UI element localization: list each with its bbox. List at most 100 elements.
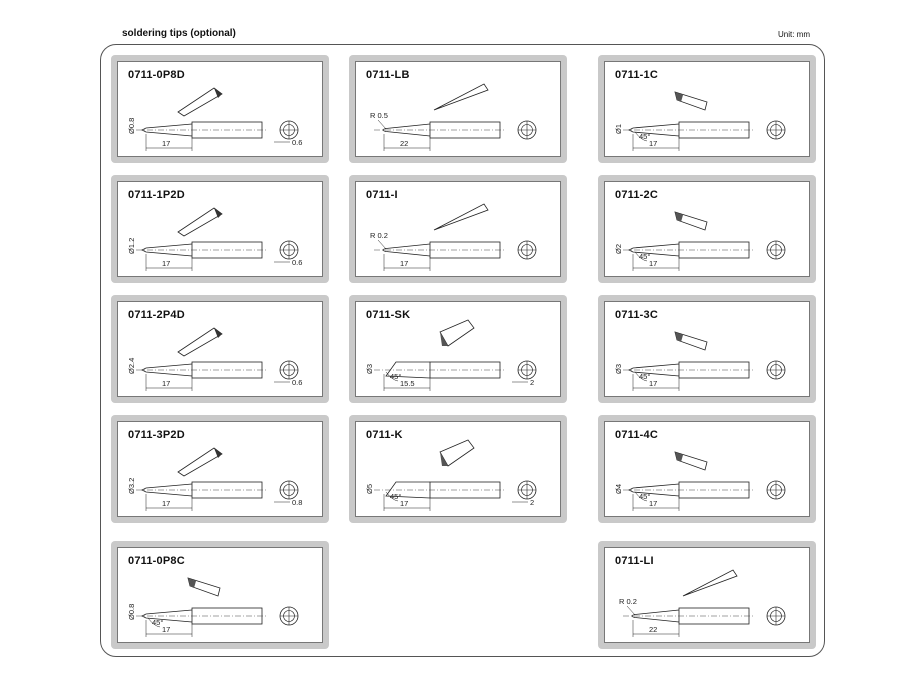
tip-model-label: 0711-SK [366,309,411,321]
tip-sketch [433,83,489,111]
radius-leader [377,119,387,130]
tip-model-label: 0711-3P2D [128,429,185,441]
tip-model-label: 0711-LI [615,555,654,567]
diameter-dimension: Ø1.2 [127,238,136,254]
tip-sketch-face [214,328,222,338]
width-dimension: 0.6 [292,258,302,267]
tip-model-label: 0711-K [366,429,403,441]
diameter-dimension: Ø2 [614,244,623,254]
tip-model-label: 0711-2P4D [128,309,185,321]
tip-sketch [177,447,223,477]
tip-sketch [674,91,708,111]
tip-card: 0711-LI 22 R 0.2 [598,541,816,649]
tip-model-label: 0711-0P8C [128,555,185,567]
tip-cone [631,609,680,623]
width-dimension: 2 [530,498,534,507]
tip-cone [628,483,680,497]
tip-sketch-face [440,452,448,466]
angle-dimension: 45° [639,132,650,141]
radius-leader [626,605,636,616]
tip-model-label: 0711-0P8D [128,69,185,81]
tip-blade [385,481,431,499]
length-dimension: 17 [162,625,170,634]
length-dimension: 15.5 [400,379,415,388]
unit-label: Unit: mm [778,30,810,39]
catalog-frame [100,44,825,657]
tip-model-label: 0711-3C [615,309,658,321]
tip-cone [141,243,193,257]
tip-sketch [674,331,708,351]
tip-sketch-face [214,88,222,98]
width-dimension: 2 [530,378,534,387]
length-dimension: 17 [162,499,170,508]
radius-dimension: R 0.2 [619,597,637,606]
tip-sketch [682,569,738,597]
tip-sketch-face [675,92,683,102]
angle-arc [634,251,648,262]
length-dimension: 17 [400,499,408,508]
tip-card: 0711-0P8D 17 Ø0.8 0.6 [111,55,329,163]
tip-sketch [177,87,223,117]
tip-cone [141,483,193,497]
tip-blade [385,361,431,379]
tip-cone [628,123,680,137]
tip-sketch [674,211,708,231]
tip-sketch [439,439,475,467]
diameter-dimension: Ø5 [365,484,374,494]
angle-dimension: 45° [639,492,650,501]
tip-sketch-face [675,452,683,462]
angle-arc [147,617,161,628]
diameter-dimension: Ø3.2 [127,478,136,494]
length-dimension: 17 [162,139,170,148]
tip-cone [628,243,680,257]
tip-sketch-face [675,212,683,222]
angle-arc [385,371,399,382]
angle-arc [385,491,399,502]
tip-model-label: 0711-4C [615,429,658,441]
diameter-dimension: Ø3 [614,364,623,374]
angle-arc [634,491,648,502]
tip-cone [628,363,680,377]
angle-dimension: 45° [152,618,163,627]
tip-technical-drawing: 22 R 0.2 [619,569,786,637]
length-dimension: 17 [649,379,657,388]
tip-model-label: 0711-1C [615,69,658,81]
length-dimension: 17 [649,499,657,508]
tip-model-label: 0711-LB [366,69,410,81]
width-dimension: 0.6 [292,138,302,147]
page-title: soldering tips (optional) [122,28,236,39]
tip-model-label: 0711-I [366,189,398,201]
tip-drawing-panel: 0711-0P8D 17 Ø0.8 0.6 [117,61,323,157]
length-dimension: 17 [400,259,408,268]
diameter-dimension: Ø0.8 [127,118,136,134]
tip-cone [141,609,193,623]
tip-sketch-face [675,332,683,342]
angle-arc [634,131,648,142]
length-dimension: 22 [649,625,657,634]
tip-sketch [674,451,708,471]
diameter-dimension: Ø1 [614,124,623,134]
tip-sketch-face [214,448,222,458]
